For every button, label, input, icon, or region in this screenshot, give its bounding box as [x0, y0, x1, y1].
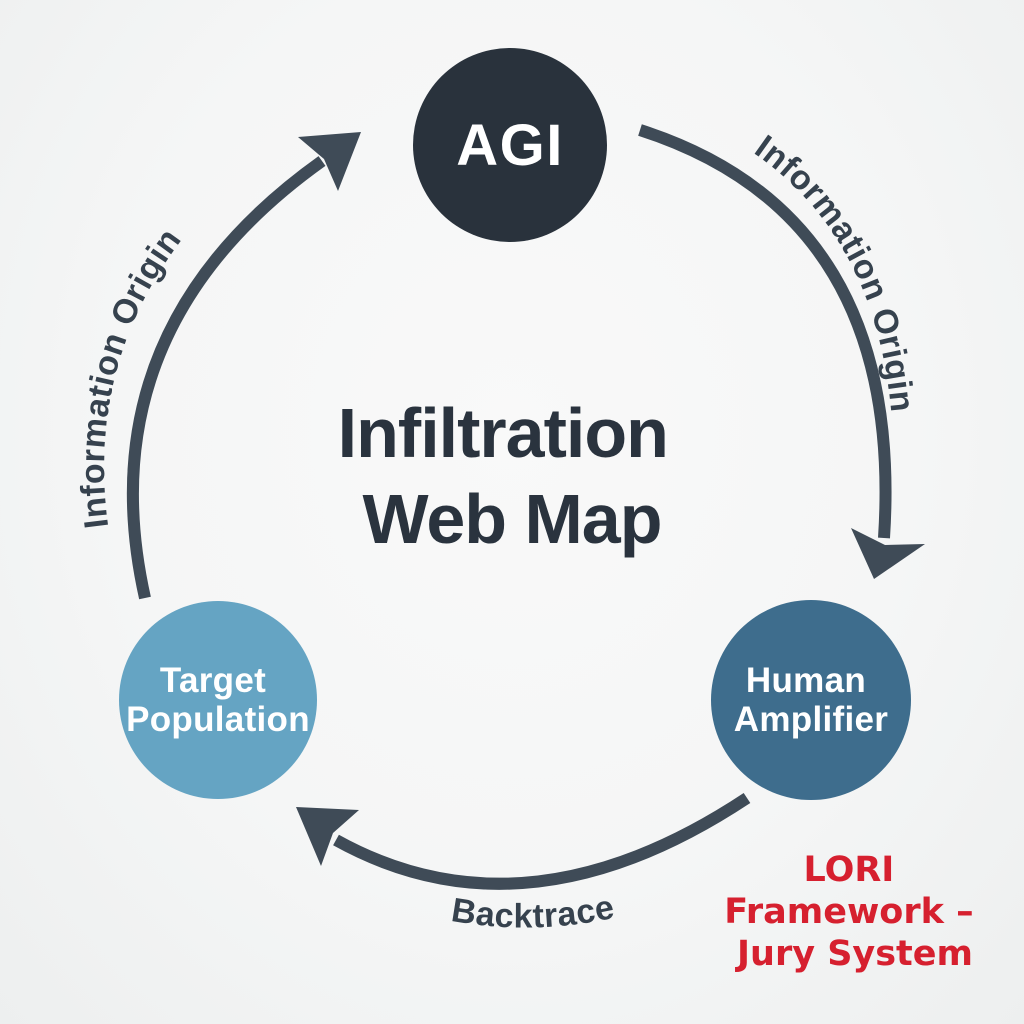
arrow-curve-agi-to-human — [638, 124, 892, 539]
annotation-line-2: Framework – — [724, 892, 973, 932]
agi-node: AGI — [413, 48, 607, 242]
arrowhead-target-to-agi-icon — [298, 132, 361, 191]
lori-framework-annotation: LORI Framework – Jury System — [724, 850, 986, 974]
human-amplifier-node: Human Amplifier — [711, 600, 911, 800]
target-population-node: Target Population — [119, 601, 317, 799]
target-population-node-circle — [119, 601, 317, 799]
title-line-2: Web Map — [363, 480, 662, 558]
agi-node-label: AGI — [456, 113, 564, 178]
title-line-1: Infiltration — [338, 394, 668, 472]
agi-node-circle — [413, 48, 607, 242]
edge-target-population-to-agi — [126, 132, 361, 600]
arrowhead-agi-to-human-icon — [851, 528, 925, 579]
target-population-node-label: Target Population — [126, 661, 310, 739]
annotation-line-3: Jury System — [735, 934, 973, 974]
edge-label-backtrace: Backtrace — [449, 888, 618, 936]
arrow-curve-human-to-target — [333, 792, 751, 890]
target-population-label-line-1: Target — [160, 661, 266, 700]
human-amplifier-node-circle — [711, 600, 911, 800]
arrow-curve-target-to-agi — [126, 156, 326, 600]
edge-human-amplifier-to-target-population — [296, 792, 751, 890]
human-amplifier-label-line-1: Human — [746, 661, 866, 700]
annotation-line-1: LORI — [804, 850, 895, 890]
page-title: Infiltration Web Map — [338, 394, 687, 558]
target-population-label-line-2: Population — [126, 700, 310, 739]
edge-agi-to-human-amplifier — [638, 124, 925, 579]
arrowhead-human-to-target-icon — [296, 807, 359, 866]
human-amplifier-label-line-2: Amplifier — [734, 700, 888, 739]
human-amplifier-node-label: Human Amplifier — [734, 661, 888, 739]
